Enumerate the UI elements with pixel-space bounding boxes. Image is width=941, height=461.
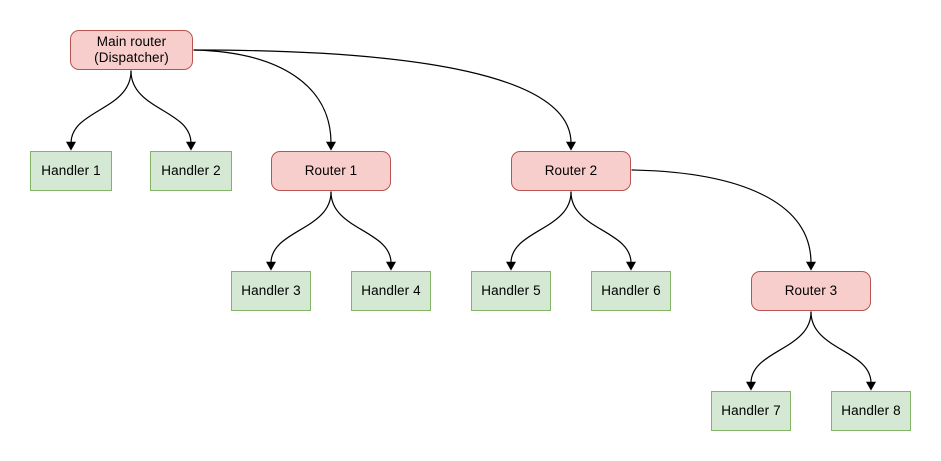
arrowhead-to-router-3 [805,261,817,271]
edge-router-2-to-handler-5 [510,191,572,264]
node-router-1[interactable]: Router 1 [271,151,391,191]
node-handler-3[interactable]: Handler 3 [231,271,311,311]
arrowhead-to-handler-3 [265,261,277,271]
arrowhead-to-handler-1 [65,141,77,151]
edge-main-router-to-router-2 [193,49,572,144]
node-router-3[interactable]: Router 3 [751,271,871,311]
edge-router-1-to-handler-4 [330,191,392,264]
node-handler-2[interactable]: Handler 2 [150,151,232,191]
edge-router-3-to-handler-8 [810,311,872,384]
arrowhead-to-handler-2 [185,141,197,151]
edge-main-router-to-router-1 [193,49,332,144]
arrowhead-to-router-1 [325,141,337,151]
node-handler-6[interactable]: Handler 6 [591,271,671,311]
node-handler-8[interactable]: Handler 8 [831,391,911,431]
arrowhead-to-handler-8 [865,381,877,391]
arrowhead-to-handler-7 [745,381,757,391]
edge-router-2-to-router-3 [631,169,812,264]
edge-router-2-to-handler-6 [570,191,632,264]
node-handler-7[interactable]: Handler 7 [711,391,791,431]
arrowhead-to-handler-5 [505,261,517,271]
node-main-router[interactable]: Main router (Dispatcher) [70,30,193,70]
arrowhead-to-handler-6 [625,261,637,271]
edge-main-router-to-handler-1 [70,70,132,144]
arrowhead-to-handler-4 [385,261,397,271]
arrowhead-to-router-2 [565,141,577,151]
edge-router-3-to-handler-7 [750,311,812,384]
node-handler-4[interactable]: Handler 4 [351,271,431,311]
node-handler-1[interactable]: Handler 1 [30,151,112,191]
edge-router-1-to-handler-3 [270,191,332,264]
edge-main-router-to-handler-2 [130,70,192,144]
node-handler-5[interactable]: Handler 5 [471,271,551,311]
node-router-2[interactable]: Router 2 [511,151,631,191]
